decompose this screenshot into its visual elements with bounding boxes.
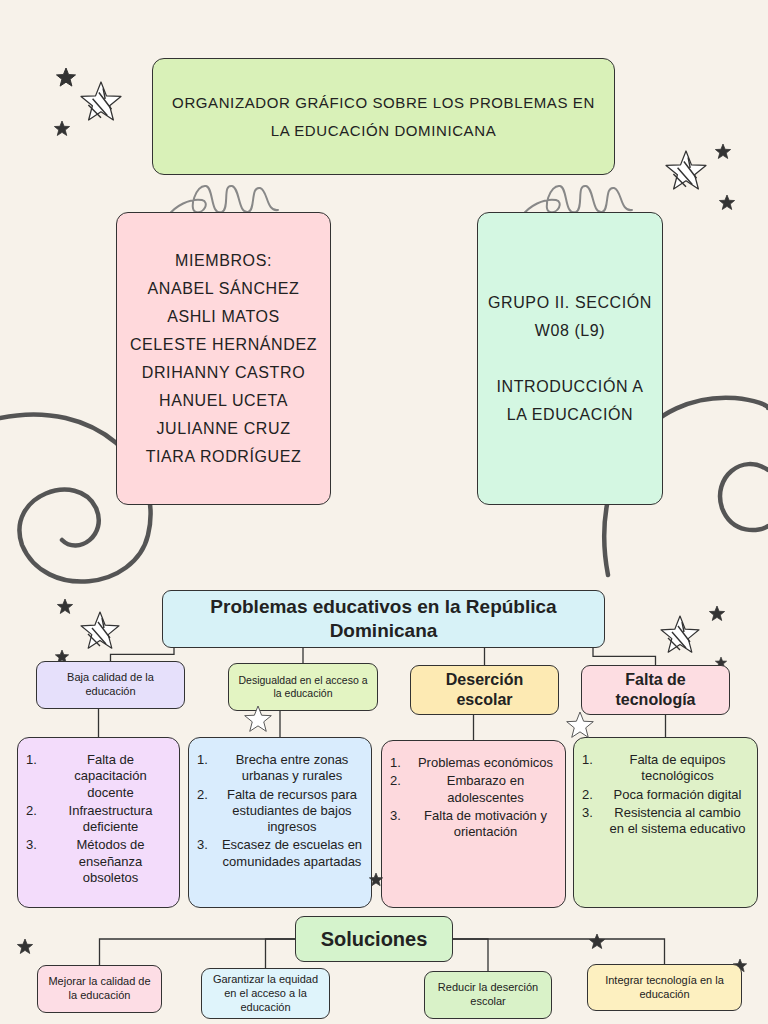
- node-text: ASHLI MATOS: [167, 303, 280, 331]
- list-row: 2.Embarazo en adolescentes: [390, 773, 557, 806]
- connector: [593, 648, 656, 666]
- solution-box: Integrar tecnología en la educación: [587, 964, 742, 1011]
- connector: [266, 939, 296, 968]
- list-item: Falta de motivación y orientación: [414, 808, 557, 841]
- list-number: 2.: [582, 787, 606, 803]
- list-box: 1.Falta de equipos tecnológicos2.Poca fo…: [573, 737, 758, 908]
- node-text: TIARA RODRÍGUEZ: [146, 443, 302, 471]
- node-text: Falta de tecnología: [590, 670, 721, 710]
- node-text: Problemas educativos en la República Dom…: [171, 595, 596, 643]
- course-box: GRUPO II. SECCIÓN W08 (L9) INTRODUCCIÓN A…: [477, 212, 663, 505]
- list-number: 2.: [390, 773, 414, 789]
- list-box: 1.Falta de capacitación docente2.Infraes…: [17, 737, 180, 908]
- list-number: 3.: [197, 837, 221, 853]
- list-item: Problemas económicos: [414, 755, 557, 771]
- list-item: Brecha entre zonas urbanas y rurales: [221, 752, 363, 785]
- members-box: MIEMBROS:ANABEL SÁNCHEZASHLI MATOSCELEST…: [116, 212, 331, 505]
- header-box: Problemas educativos en la República Dom…: [162, 590, 605, 648]
- category-box: Falta de tecnología: [581, 665, 730, 715]
- node-text: Garantizar la equidad en el acceso a la …: [210, 973, 321, 1014]
- node-text: Soluciones: [321, 927, 428, 952]
- list-row: 1.Brecha entre zonas urbanas y rurales: [197, 752, 363, 785]
- title-box: ORGANIZADOR GRÁFICO SOBRE LOS PROBLEMAS …: [152, 58, 615, 175]
- list-number: 2.: [26, 803, 50, 819]
- list-row: 2.Infraestructura deficiente: [26, 803, 171, 836]
- node-text: Mejorar la calidad de la educación: [46, 975, 153, 1003]
- node-text: Integrar tecnología en la educación: [596, 974, 733, 1002]
- category-box: Desigualdad en el acceso a la educación: [228, 663, 378, 711]
- list-row: 1.Falta de capacitación docente: [26, 752, 171, 801]
- node-text: CELESTE HERNÁNDEZ: [130, 331, 317, 359]
- list-row: 2.Falta de recursos para estudiantes de …: [197, 787, 363, 836]
- node-text: Reducir la deserción escolar: [433, 981, 543, 1009]
- list-row: 1.Falta de equipos tecnológicos: [582, 752, 749, 785]
- list-row: 3.Escasez de escuelas en comunidades apa…: [197, 837, 363, 870]
- list-item: Embarazo en adolescentes: [414, 773, 557, 806]
- node-text: ANABEL SÁNCHEZ: [148, 275, 300, 303]
- list-number: 2.: [197, 787, 221, 803]
- list-row: 2.Poca formación digital: [582, 787, 749, 803]
- list-number: 1.: [390, 755, 414, 771]
- list-item: Métodos de enseñanza obsoletos: [50, 837, 171, 886]
- list-item: Falta de capacitación docente: [50, 752, 171, 801]
- category-box: Baja calidad de la educación: [36, 661, 185, 709]
- list-item: Resistencia al cambio en el sistema educ…: [606, 805, 749, 838]
- node-text: MIEMBROS:: [175, 247, 272, 275]
- list-number: 1.: [26, 752, 50, 768]
- list-row: 3.Falta de motivación y orientación: [390, 808, 557, 841]
- list-box: 1.Brecha entre zonas urbanas y rurales2.…: [188, 737, 372, 908]
- node-text: Baja calidad de la educación: [45, 671, 176, 699]
- list-number: 1.: [582, 752, 606, 768]
- connector: [665, 715, 666, 737]
- connector: [484, 648, 485, 666]
- list-number: 3.: [582, 805, 606, 821]
- solutions-box: Soluciones: [295, 916, 453, 962]
- list-row: 3.Resistencia al cambio en el sistema ed…: [582, 805, 749, 838]
- solution-box: Garantizar la equidad en el acceso a la …: [201, 968, 330, 1019]
- list-box: 1.Problemas económicos2.Embarazo en adol…: [381, 740, 566, 908]
- node-text: ORGANIZADOR GRÁFICO SOBRE LOS PROBLEMAS …: [161, 89, 606, 145]
- list-item: Falta de equipos tecnológicos: [606, 752, 749, 785]
- list-number: 3.: [390, 808, 414, 824]
- node-text: Deserción escolar: [419, 670, 550, 710]
- connector: [98, 709, 99, 737]
- list-number: 3.: [26, 837, 50, 853]
- connector: [453, 939, 665, 964]
- list-number: 1.: [197, 752, 221, 768]
- connector: [111, 648, 175, 662]
- node-text: GRUPO II. SECCIÓN W08 (L9): [486, 289, 654, 345]
- node-text: HANUEL UCETA: [159, 387, 288, 415]
- connector: [473, 715, 474, 740]
- list-row: 3.Métodos de enseñanza obsoletos: [26, 837, 171, 886]
- list-item: Poca formación digital: [606, 787, 749, 803]
- list-row: 1.Problemas económicos: [390, 755, 557, 771]
- solution-box: Mejorar la calidad de la educación: [37, 965, 162, 1013]
- connector: [279, 711, 280, 737]
- solution-box: Reducir la deserción escolar: [424, 971, 552, 1019]
- node-text: JULIANNE CRUZ: [156, 415, 290, 443]
- node-text: INTRODUCCIÓN A LA EDUCACIÓN: [486, 373, 654, 429]
- node-text: DRIHANNY CASTRO: [142, 359, 305, 387]
- node-text: Desigualdad en el acceso a la educación: [237, 674, 369, 700]
- list-item: Escasez de escuelas en comunidades apart…: [221, 837, 363, 870]
- list-item: Infraestructura deficiente: [50, 803, 171, 836]
- connector: [453, 939, 488, 971]
- list-item: Falta de recursos para estudiantes de ba…: [221, 787, 363, 836]
- connector: [302, 648, 303, 664]
- category-box: Deserción escolar: [410, 665, 559, 715]
